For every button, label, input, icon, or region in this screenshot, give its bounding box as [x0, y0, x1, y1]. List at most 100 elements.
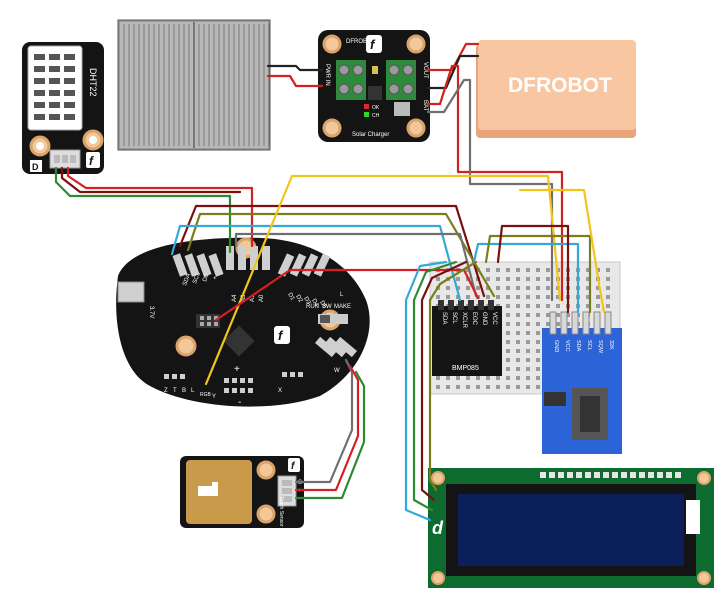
breadboard-hole — [486, 268, 490, 272]
dfrobot-logo-icon: f — [274, 326, 290, 344]
controller-header-pin — [248, 378, 253, 383]
ok-label: OK — [372, 105, 380, 111]
wire-lcd-green — [412, 260, 458, 512]
breadboard-hole — [536, 313, 540, 317]
bmp085-pin-label: SCL — [451, 312, 457, 324]
breadboard-hole — [506, 295, 510, 299]
breadboard-hole — [536, 358, 540, 362]
controller-header-pin — [200, 322, 204, 326]
breadboard-hole — [516, 331, 520, 335]
controller-header-pin — [164, 374, 169, 379]
dht22-grille — [34, 54, 75, 120]
wire-rtc-blue — [472, 242, 580, 314]
svg-text:f: f — [370, 37, 376, 52]
breadboard-hole — [496, 385, 500, 389]
breadboard-hole — [456, 277, 460, 281]
breadboard-hole — [506, 322, 510, 326]
lcd-pin-pads — [540, 472, 681, 478]
breadboard-hole — [516, 286, 520, 290]
breadboard-hole — [516, 340, 520, 344]
bmp085-pin-label: GND — [481, 312, 487, 326]
wire-vout-gray — [426, 78, 554, 302]
rtc-pin — [593, 311, 601, 335]
dfrobot-logo-icon: f — [288, 458, 300, 472]
rtc-pin-label: GND — [553, 340, 559, 352]
controller-header-pin — [196, 253, 212, 277]
breadboard-hole — [456, 376, 460, 380]
breadboard-hole — [526, 385, 530, 389]
controller-header-pin — [200, 316, 204, 320]
wire-vout-red — [426, 64, 564, 302]
breadboard-hole — [556, 313, 560, 317]
controller-pin-label: Y — [212, 394, 216, 400]
dht22-grille-slot — [64, 102, 75, 108]
breadboard-hole — [496, 376, 500, 380]
rtc-pin-label: 32K — [608, 340, 614, 350]
controller-pin-label: RGB — [200, 392, 212, 398]
breadboard-hole — [506, 286, 510, 290]
svg-text:f: f — [278, 328, 284, 343]
wire-ctrl-olive — [186, 212, 496, 298]
breadboard-hole — [536, 385, 540, 389]
bmp085-pin-label: XCLR — [461, 312, 467, 329]
breadboard-hole — [536, 322, 540, 326]
lcd-pin-pad — [558, 472, 564, 478]
breadboard-hole — [506, 268, 510, 272]
lcd-pin-pad — [585, 472, 591, 478]
lcd-pin-pad — [612, 472, 618, 478]
controller-header-pin — [180, 374, 185, 379]
controller-header-pin — [240, 378, 245, 383]
controller-header-pin — [214, 316, 218, 320]
dht22-grille-slot — [34, 54, 45, 60]
controller-header-pin — [226, 246, 234, 270]
breadboard-hole — [466, 376, 470, 380]
controller-pin-label: L — [191, 388, 195, 394]
controller-pin-label: D0 — [202, 273, 210, 283]
controller-pin-label: T — [173, 388, 177, 394]
controller-pin-label: A4 — [232, 294, 238, 302]
controller-pin-label: X — [278, 388, 282, 394]
breadboard-hole — [526, 268, 530, 272]
wire-lcd-blue — [404, 260, 448, 522]
pwr-in-label: PWR IN — [324, 64, 330, 86]
breadboard-hole — [586, 304, 590, 308]
controller-pin-label: A1 — [250, 294, 256, 302]
breadboard-hole — [586, 295, 590, 299]
dht22-grille-slot — [34, 114, 45, 120]
dht22-grille-slot — [64, 66, 75, 72]
breadboard-hole — [546, 277, 550, 281]
breadboard-hole — [526, 286, 530, 290]
wire-battery-negative — [426, 54, 480, 90]
wire-ctrl-yellow — [204, 174, 562, 386]
dht22-grille-slot — [49, 54, 60, 60]
breadboard-hole — [486, 376, 490, 380]
controller-pin-label: A0 — [259, 294, 265, 302]
vout-label: VOUT — [422, 62, 428, 79]
breadboard-hole — [516, 295, 520, 299]
breadboard-hole — [516, 322, 520, 326]
breadboard-hole — [536, 367, 540, 371]
breadboard-hole — [516, 268, 520, 272]
breadboard-hole — [506, 313, 510, 317]
dht22-model-label: DHT22 — [88, 68, 98, 97]
controller-pin-label: Z — [164, 388, 168, 394]
controller-header-pin — [250, 246, 258, 270]
solar-charger-module: DFROBOT f OK CH PWR IN VOUT BAT Solar Ch… — [318, 30, 430, 142]
breadboard-hole — [606, 268, 610, 272]
breadboard-hole — [526, 376, 530, 380]
controller-header-pin — [240, 388, 245, 393]
breadboard-hole — [586, 286, 590, 290]
dht22-grille-slot — [49, 66, 60, 72]
breadboard-hole — [556, 304, 560, 308]
breadboard-hole — [436, 385, 440, 389]
bmp085-pin — [478, 300, 484, 310]
wire-rtc-olive — [484, 234, 592, 314]
battery-pack: DFROBOT — [476, 40, 636, 138]
controller-header-pin — [335, 336, 357, 358]
controller-header-pin — [315, 336, 337, 358]
controller-header-pin — [172, 374, 177, 379]
solar-cell-lines — [123, 24, 270, 146]
